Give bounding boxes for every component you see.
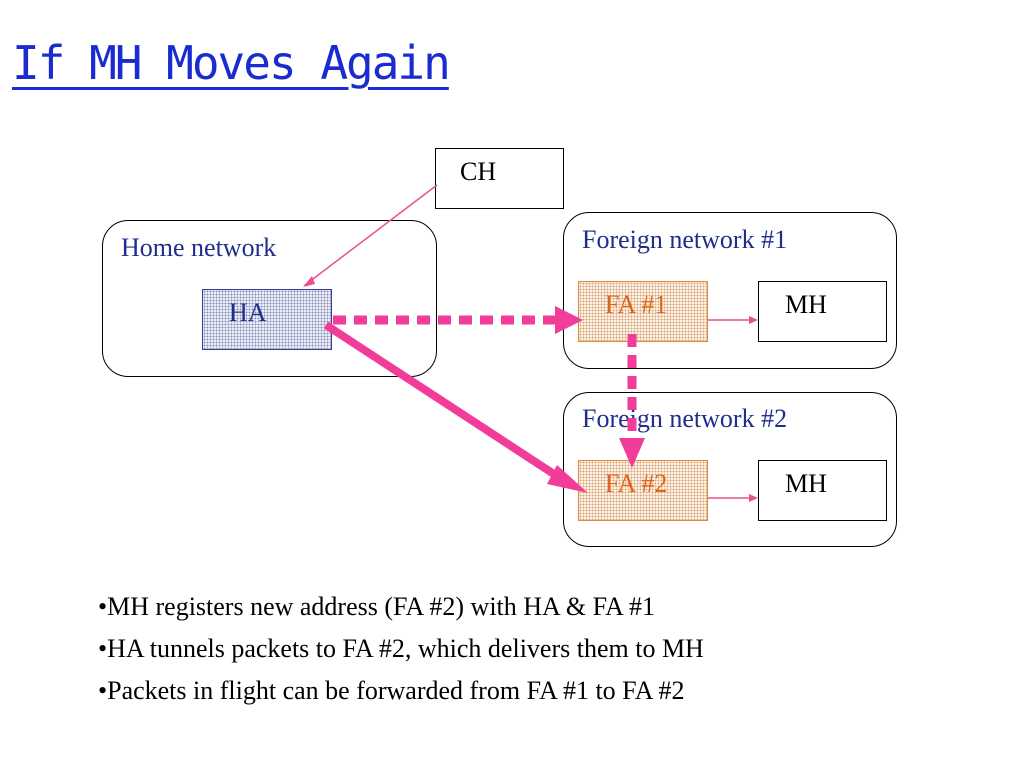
fa1-label: FA #1 xyxy=(605,290,668,319)
ha-label: HA xyxy=(229,298,267,327)
fa2-to-mh-arrowhead xyxy=(749,494,758,502)
bullet-item: •MH registers new address (FA #2) with H… xyxy=(98,592,655,621)
fa2-label: FA #2 xyxy=(605,469,668,498)
bullet-list: •MH registers new address (FA #2) with H… xyxy=(98,588,704,714)
slide-title: If MH Moves Again xyxy=(12,36,451,90)
ha-to-fa1-arrowhead xyxy=(555,306,583,334)
fa1-to-fa2-arrowhead xyxy=(619,438,645,468)
home-network-label: Home network xyxy=(121,233,277,262)
ha-node: HA xyxy=(202,289,332,350)
ch-to-ha-arrowhead xyxy=(303,276,315,287)
fa1-to-mh-arrowhead xyxy=(749,316,758,324)
bullet-item: •Packets in flight can be forwarded from… xyxy=(98,676,685,705)
ch-label: CH xyxy=(460,157,497,186)
ha-to-fa2-arrowhead xyxy=(547,465,588,493)
mh2-label: MH xyxy=(785,469,827,498)
mh1-label: MH xyxy=(785,290,827,319)
foreign-network-1-label: Foreign network #1 xyxy=(582,225,788,254)
fa1-node: FA #1 xyxy=(578,281,708,342)
bullet-item: •HA tunnels packets to FA #2, which deli… xyxy=(98,634,704,663)
mh2-node: MH xyxy=(758,460,887,521)
mh1-node: MH xyxy=(758,281,887,342)
ha-to-fa2-tunnel-arrow xyxy=(323,321,569,486)
ch-to-ha-line xyxy=(304,184,438,286)
foreign-network-2-label: Foreign network #2 xyxy=(582,404,788,433)
ch-node: CH xyxy=(435,148,564,209)
fa2-node: FA #2 xyxy=(578,460,708,521)
